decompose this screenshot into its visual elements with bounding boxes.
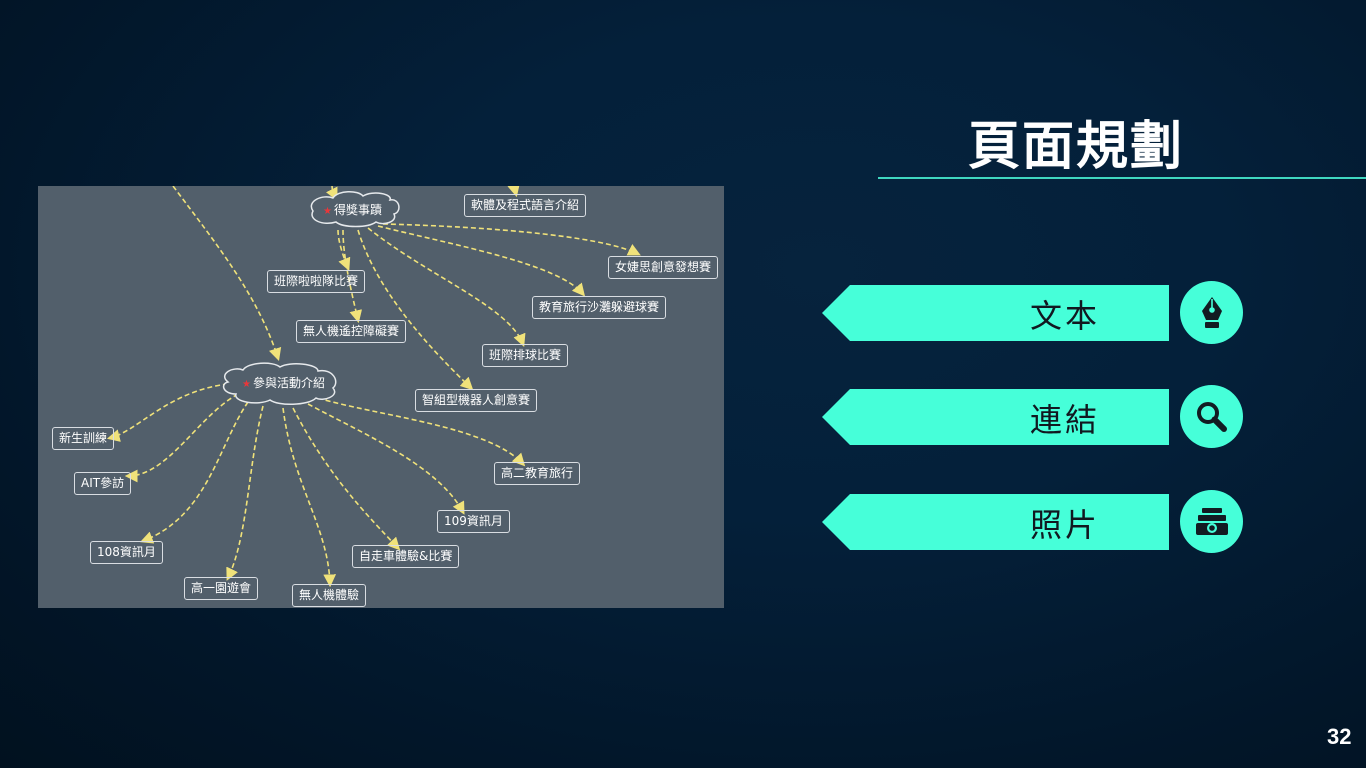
mindmap-node: 無人機遙控障礙賽	[296, 320, 407, 343]
menu-item-photo[interactable]: 照片	[822, 490, 1243, 554]
mindmap-node: 高二教育旅行	[494, 462, 581, 485]
magnifier-icon[interactable]	[1180, 385, 1243, 448]
mindmap-image: ★得獎事蹟 ★參與活動介紹 軟體及程式語言介紹 女婕思創意發想賽 教育旅行沙灘躲…	[38, 186, 724, 608]
mindmap-node: 新生訓練	[52, 427, 115, 450]
menu-item-link[interactable]: 連結	[822, 385, 1243, 449]
awards-cloud-label: ★得獎事蹟	[323, 203, 382, 217]
menu-item-text[interactable]: 文本	[822, 281, 1243, 345]
page-number: 32	[1327, 724, 1352, 749]
menu-arrow-link[interactable]	[822, 389, 1169, 445]
mindmap-node: 班際排球比賽	[482, 344, 569, 367]
mindmap-node: 女婕思創意發想賽	[608, 256, 719, 279]
mindmap-node: 高一園遊會	[184, 577, 259, 600]
mindmap-node: 軟體及程式語言介紹	[464, 194, 587, 217]
activities-cloud-label: ★參與活動介紹	[242, 376, 325, 390]
mindmap-connectors	[106, 186, 641, 588]
mindmap-node: 自走車體驗&比賽	[352, 545, 460, 568]
menu-label-photo: 照片	[1030, 506, 1101, 544]
mindmap-node: 109資訊月	[437, 510, 510, 533]
mindmap-node: 智組型機器人創意賽	[415, 389, 538, 412]
menu-label-text: 文本	[1030, 297, 1101, 335]
mindmap-node: 無人機體驗	[292, 584, 367, 607]
mindmap-node: 教育旅行沙灘躲避球賽	[532, 296, 667, 319]
activities-cloud-shape	[222, 362, 337, 405]
awards-cloud-shape	[310, 191, 400, 228]
mindmap-node: AIT參訪	[74, 472, 132, 495]
menu-arrow-text[interactable]	[822, 285, 1169, 341]
menu-arrow-photo[interactable]	[822, 494, 1169, 550]
title-underline	[878, 177, 1366, 179]
slide-title: 頁面規劃	[968, 117, 1185, 177]
mindmap-node: 108資訊月	[90, 541, 163, 564]
fountain-pen-icon[interactable]	[1180, 281, 1243, 344]
mindmap-node: 班際啦啦隊比賽	[267, 270, 366, 293]
camera-icon[interactable]	[1180, 490, 1243, 553]
menu-label-link: 連結	[1030, 401, 1101, 439]
